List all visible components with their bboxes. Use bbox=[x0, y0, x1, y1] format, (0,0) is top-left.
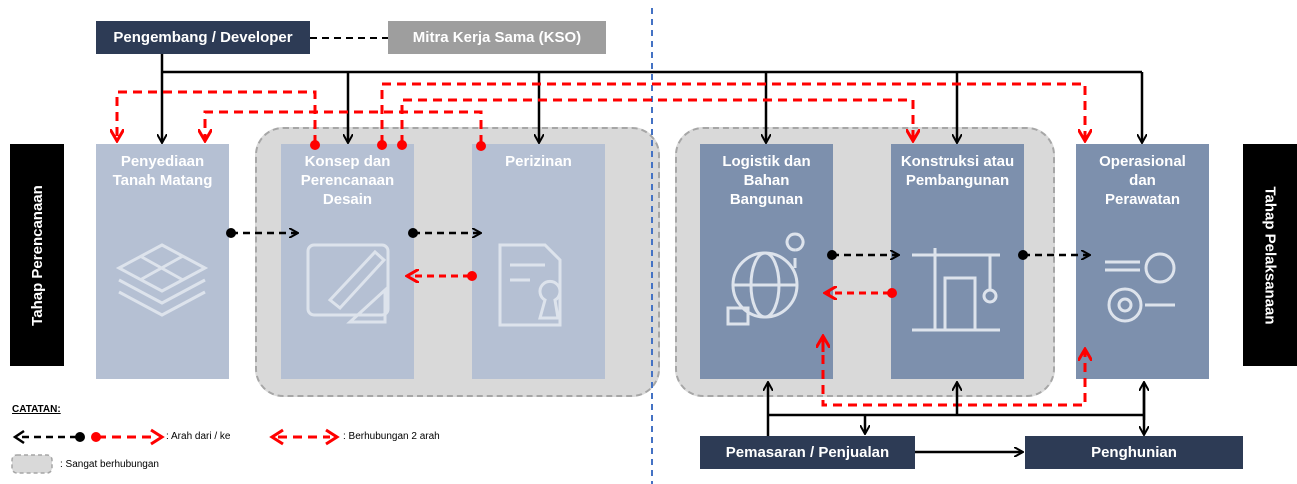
planning-phase-label: Tahap Perencanaan bbox=[10, 144, 64, 366]
partner-box: Mitra Kerja Sama (KSO) bbox=[388, 21, 606, 54]
red-top-links bbox=[117, 82, 1085, 144]
stage-operations: Operasional dan Perawatan bbox=[1076, 144, 1209, 379]
permit-stamp-icon bbox=[498, 243, 562, 327]
stage-label: Perizinan bbox=[505, 153, 572, 170]
marketing-label: Pemasaran / Penjualan bbox=[725, 444, 890, 461]
partner-label: Mitra Kerja Sama (KSO) bbox=[412, 29, 582, 46]
implementation-phase-label: Tahap Pelaksanaan bbox=[1243, 144, 1297, 366]
red-top-link-dots bbox=[310, 140, 486, 151]
stage-label: Logistik dan Bahan Bangunan bbox=[722, 153, 811, 208]
legend-title: CATATAN: bbox=[12, 404, 61, 415]
stage-logistics: Logistik dan Bahan Bangunan bbox=[700, 144, 833, 379]
land-layers-icon bbox=[115, 243, 209, 317]
legend-direction-text: : Arah dari / ke bbox=[166, 431, 231, 442]
developer-label: Pengembang / Developer bbox=[113, 29, 293, 46]
legend-black-arrow bbox=[12, 429, 78, 445]
design-drafting-icon bbox=[306, 243, 390, 324]
bottom-links bbox=[768, 383, 1144, 452]
legend-red-arrow bbox=[97, 428, 165, 446]
global-logistics-icon bbox=[726, 232, 805, 326]
stage-design-concept: Konsep dan Perencanaan Desain bbox=[281, 144, 414, 379]
developer-distribution bbox=[162, 54, 1142, 142]
stage-land-preparation: Penyediaan Tanah Matang bbox=[96, 144, 229, 379]
legend-grey-swatch bbox=[11, 454, 53, 474]
developer-box: Pengembang / Developer bbox=[96, 21, 310, 54]
occupancy-label: Penghunian bbox=[1091, 444, 1177, 461]
occupancy-box: Penghunian bbox=[1025, 436, 1243, 469]
stage-label: Penyediaan Tanah Matang bbox=[112, 153, 213, 189]
stage-permits: Perizinan bbox=[472, 144, 605, 379]
stage-label: Operasional dan Perawatan bbox=[1099, 153, 1186, 208]
legend-two-way-arrow bbox=[269, 428, 340, 446]
legend-two-way-text: : Berhubungan 2 arah bbox=[343, 431, 440, 442]
stage-label: Konsep dan Perencanaan Desain bbox=[300, 153, 395, 208]
red-two-way-bottom bbox=[821, 340, 1085, 407]
marketing-box: Pemasaran / Penjualan bbox=[700, 436, 915, 469]
maintenance-tools-icon bbox=[1105, 252, 1176, 323]
legend-related-text: : Sangat berhubungan bbox=[60, 459, 159, 470]
stage-label: Konstruksi atau Pembangunan bbox=[900, 153, 1015, 189]
stage-construction: Konstruksi atau Pembangunan bbox=[891, 144, 1024, 379]
construction-crane-icon bbox=[912, 248, 1000, 332]
